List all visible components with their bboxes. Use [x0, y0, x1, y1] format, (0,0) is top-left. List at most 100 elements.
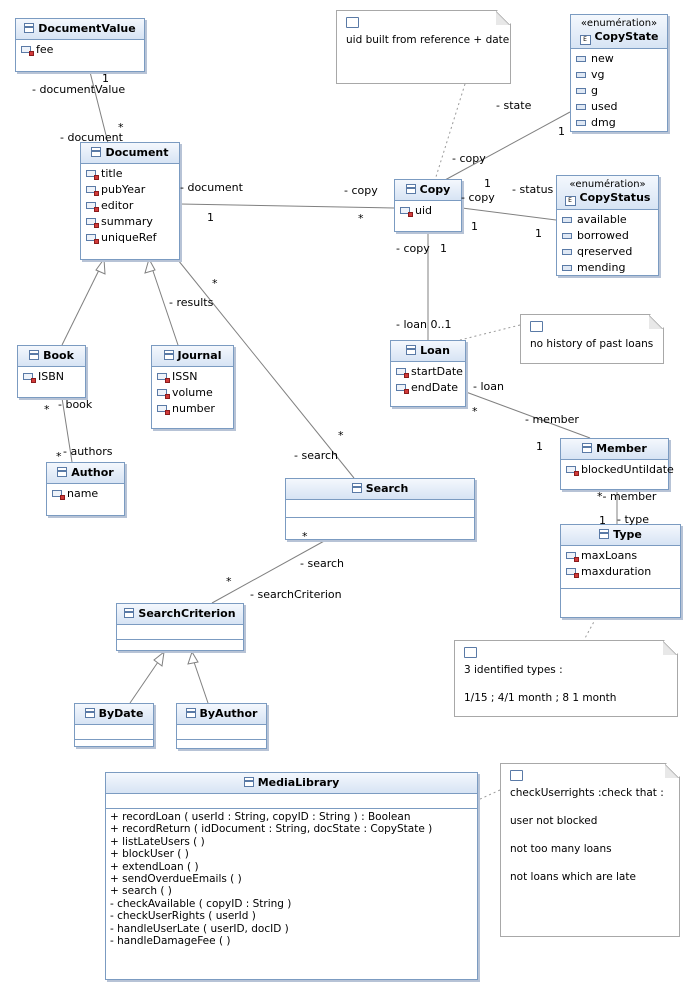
- note-loan[interactable]: no history of past loans: [520, 314, 664, 364]
- enum-icon: E: [564, 196, 576, 206]
- class-icon: [599, 529, 610, 539]
- attribute-compartment: title pubYear editor summary uniqueRef: [81, 164, 179, 248]
- literal-available[interactable]: available: [561, 212, 654, 228]
- attribute-name[interactable]: name: [51, 486, 120, 502]
- class-byauthor[interactable]: ByAuthor: [176, 703, 267, 749]
- attribute-icon: [396, 368, 409, 378]
- class-copy[interactable]: Copy uid: [394, 179, 462, 232]
- attribute-editor[interactable]: editor: [85, 198, 175, 214]
- attribute-maxduration[interactable]: maxduration: [565, 564, 676, 580]
- class-journal[interactable]: Journal ISSN volume number: [151, 345, 234, 429]
- class-icon: [84, 708, 95, 718]
- operation-checkavailable[interactable]: - checkAvailable ( copyID : String ): [110, 897, 292, 910]
- class-loan[interactable]: Loan startDate endDate: [390, 340, 466, 407]
- operation-checkuserrights[interactable]: - checkUserRights ( userId ): [110, 910, 256, 923]
- literal-qreserved[interactable]: qreserved: [561, 244, 654, 260]
- assoc-documentvalue-document: [89, 71, 109, 144]
- note-userrights[interactable]: checkUserrights :check that : user not b…: [500, 763, 680, 937]
- operation-search[interactable]: + search ( ): [110, 885, 172, 898]
- attribute-title[interactable]: title: [85, 166, 175, 182]
- class-member[interactable]: Member blockedUntildate: [560, 438, 674, 490]
- role-label: - book: [58, 398, 93, 411]
- attribute-compartment: fee: [16, 40, 144, 60]
- operation-extendloan[interactable]: + extendLoan ( ): [110, 860, 199, 873]
- attribute-pubyear[interactable]: pubYear: [85, 182, 175, 198]
- literal-new[interactable]: new: [575, 51, 663, 67]
- class-header: Member: [561, 439, 668, 460]
- class-bydate[interactable]: ByDate: [74, 703, 154, 747]
- attribute-maxloans[interactable]: maxLoans: [565, 548, 676, 564]
- role-label: - searchCriterion: [250, 588, 342, 601]
- role-label: - search: [294, 449, 339, 462]
- operation-compartment: [561, 589, 680, 603]
- class-document[interactable]: Document title pubYear editor summary un…: [80, 142, 180, 260]
- note-text: no history of past loans: [530, 338, 654, 350]
- literal-vg[interactable]: vg: [575, 67, 663, 83]
- multiplicity-label: 1: [440, 242, 447, 255]
- attribute-icon: [86, 234, 99, 244]
- generalization-journal-document: [151, 267, 179, 346]
- attribute-startdate[interactable]: startDate: [395, 364, 463, 380]
- class-icon: [124, 608, 135, 618]
- assoc-book-author: [61, 397, 73, 463]
- attribute-number[interactable]: number: [156, 401, 229, 417]
- attribute-fee[interactable]: fee: [20, 42, 140, 58]
- operation-handleuserlate[interactable]: - handleUserLate ( userID, docID ): [110, 922, 289, 935]
- literal-mending[interactable]: mending: [561, 260, 654, 276]
- operation-handledamagefee[interactable]: - handleDamageFee ( ): [110, 935, 231, 948]
- attribute-volume[interactable]: volume: [156, 385, 229, 401]
- operation-compartment: [177, 740, 266, 754]
- note-text: [510, 800, 670, 814]
- attribute-uniqueref[interactable]: uniqueRef: [85, 230, 175, 246]
- literal-used[interactable]: used: [575, 99, 663, 115]
- literal-borrowed[interactable]: borrowed: [561, 228, 654, 244]
- class-author[interactable]: Author name: [46, 462, 125, 516]
- class-documentvalue[interactable]: DocumentValue fee: [15, 18, 145, 72]
- attribute-icon: [566, 568, 579, 578]
- attribute-isbn[interactable]: ISBN: [22, 369, 81, 385]
- literal-icon: [576, 120, 586, 126]
- attribute-issn[interactable]: ISSN: [156, 369, 229, 385]
- class-header: Type: [561, 525, 680, 546]
- multiplicity-label: 1: [207, 211, 214, 224]
- class-icon: [57, 467, 68, 477]
- assoc-search-searchcriterion: [211, 539, 327, 604]
- attribute-uid[interactable]: uid: [399, 203, 457, 219]
- class-icon: [406, 345, 417, 355]
- class-searchcriterion[interactable]: SearchCriterion: [116, 603, 244, 651]
- class-name: Loan: [420, 344, 450, 357]
- operation-recordreturn[interactable]: + recordReturn ( idDocument : String, do…: [110, 823, 433, 836]
- attribute-icon: [400, 207, 413, 217]
- operation-blockuser[interactable]: + blockUser ( ): [110, 848, 189, 861]
- attribute-enddate[interactable]: endDate: [395, 380, 461, 396]
- literal-dmg[interactable]: dmg: [575, 115, 663, 131]
- attribute-compartment: maxLoans maxduration: [561, 546, 680, 589]
- attribute-blockeduntildate[interactable]: blockedUntildate: [565, 462, 674, 478]
- operation-listlateusers[interactable]: + listLateUsers ( ): [110, 835, 205, 848]
- attribute-summary[interactable]: summary: [85, 214, 175, 230]
- note-text: 1/15 ; 4/1 month ; 8 1 month: [464, 692, 617, 704]
- attribute-compartment: uid: [395, 201, 461, 221]
- note-uid[interactable]: uid built from reference + date: [336, 10, 511, 84]
- attribute-compartment: startDate endDate: [391, 362, 465, 398]
- note-link-loan: [459, 324, 521, 341]
- note-icon: [510, 770, 523, 781]
- attribute-icon: [86, 186, 99, 196]
- class-icon: [91, 147, 102, 157]
- class-type[interactable]: Type maxLoans maxduration: [560, 524, 681, 618]
- class-medialibrary[interactable]: MediaLibrary + recordLoan ( userId : Str…: [105, 772, 478, 980]
- literal-compartment: available borrowed qreserved mending: [557, 210, 658, 278]
- multiplicity-label: *: [472, 405, 478, 418]
- note-types[interactable]: 3 identified types : 1/15 ; 4/1 month ; …: [454, 640, 678, 717]
- attribute-icon: [86, 218, 99, 228]
- class-header: Author: [47, 463, 124, 484]
- generalization-book-document: [61, 267, 101, 346]
- operation-recordloan[interactable]: + recordLoan ( userId : String, copyID :…: [110, 811, 411, 823]
- note-text: [464, 677, 668, 691]
- literal-g[interactable]: g: [575, 83, 663, 99]
- operation-sendoverdueemails[interactable]: + sendOverdueEmails ( ): [110, 873, 242, 886]
- class-book[interactable]: Book ISBN: [17, 345, 86, 398]
- class-search[interactable]: Search: [285, 478, 475, 540]
